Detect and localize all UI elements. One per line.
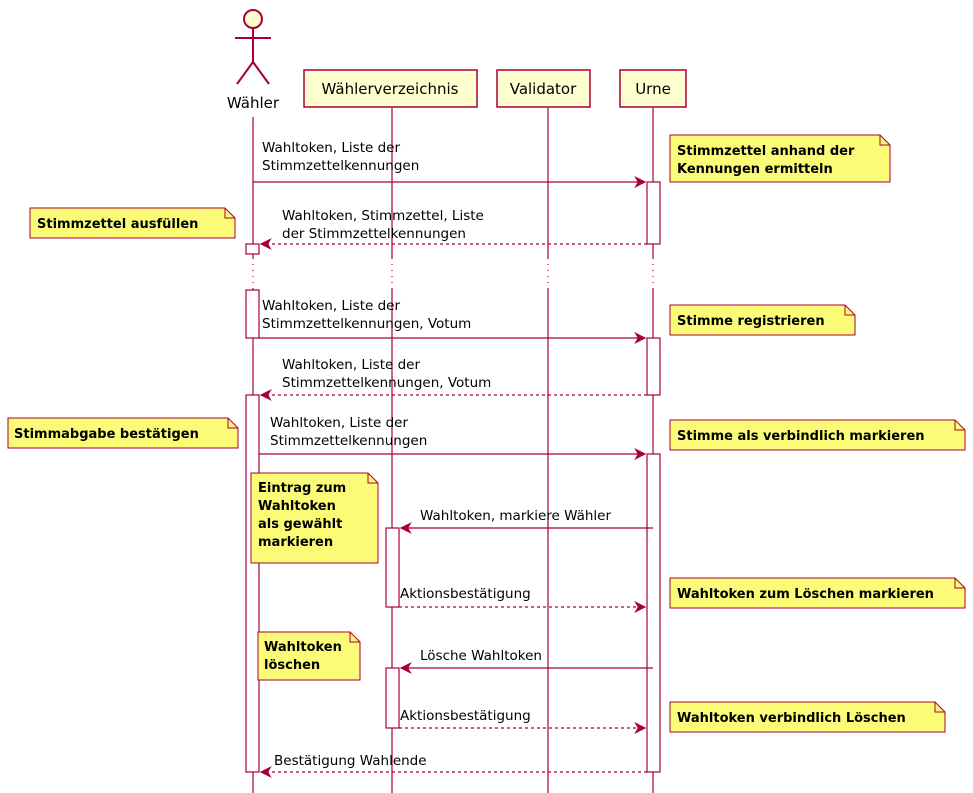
svg-text:Wahltoken verbindlich Löschen: Wahltoken verbindlich Löschen <box>677 711 906 726</box>
svg-text:Stimme als verbindlich markier: Stimme als verbindlich markieren <box>677 429 925 444</box>
message-4: Wahltoken, Liste der Stimmzettelkennunge… <box>259 357 647 401</box>
message-7: Aktionsbestätigung <box>399 586 647 613</box>
svg-text:Eintrag zum: Eintrag zum <box>258 481 346 496</box>
note-5: Stimme als verbindlich markieren <box>669 419 966 451</box>
participant-label-urne: Urne <box>635 80 671 98</box>
message-5: Wahltoken, Liste der Stimmzettelkennunge… <box>259 415 647 460</box>
svg-text:Wahltoken, Stimmzettel, Liste: Wahltoken, Stimmzettel, Liste <box>282 208 484 224</box>
message-10: Bestätigung Wahlende <box>259 753 647 778</box>
svg-text:Stimmzettel anhand der: Stimmzettel anhand der <box>677 144 855 159</box>
activation-verzeichnis-1 <box>385 527 400 608</box>
svg-text:Wahltoken, Liste der: Wahltoken, Liste der <box>282 357 420 373</box>
svg-text:Wahltoken, Liste der: Wahltoken, Liste der <box>270 415 408 431</box>
message-8: Lösche Wahltoken <box>399 648 653 674</box>
message-3: Wahltoken, Liste der Stimmzettelkennunge… <box>259 298 647 344</box>
activations <box>245 181 661 773</box>
actor-waehler <box>235 9 271 85</box>
svg-text:Wahltoken, Liste der: Wahltoken, Liste der <box>262 298 400 314</box>
note-9: Wahltoken verbindlich Löschen <box>669 701 946 733</box>
note-4: Stimmabgabe bestätigen <box>7 417 239 449</box>
svg-text:Wahltoken: Wahltoken <box>258 499 336 514</box>
participant-urne: Urne <box>619 69 687 108</box>
svg-text:Wahltoken, Liste der: Wahltoken, Liste der <box>262 140 400 156</box>
svg-text:Stimmzettelkennungen: Stimmzettelkennungen <box>262 158 419 174</box>
message-9: Aktionsbestätigung <box>399 708 647 734</box>
svg-text:Wahltoken zum Löschen markiere: Wahltoken zum Löschen markieren <box>677 587 934 602</box>
note-3: Stimme registrieren <box>669 304 856 336</box>
svg-text:Lösche Wahltoken: Lösche Wahltoken <box>420 648 542 664</box>
activation-waehler-2 <box>245 289 260 339</box>
activation-urne-1 <box>646 181 661 245</box>
activation-urne-2 <box>646 337 661 396</box>
participant-label-verzeichnis: Wählerverzeichnis <box>322 80 459 98</box>
svg-text:löschen: löschen <box>264 658 320 673</box>
actor-label-waehler: Wähler <box>227 94 280 112</box>
svg-text:Kennungen ermitteln: Kennungen ermitteln <box>677 162 833 177</box>
svg-text:Stimmzettelkennungen: Stimmzettelkennungen <box>270 433 427 449</box>
svg-text:Aktionsbestätigung: Aktionsbestätigung <box>400 586 531 602</box>
note-7: Wahltoken zum Löschen markieren <box>669 577 966 609</box>
note-6: Eintrag zum Wahltoken als gewählt markie… <box>250 472 379 564</box>
note-1: Stimmzettel anhand der Kennungen ermitte… <box>669 134 891 183</box>
svg-text:der Stimmzettelkennungen: der Stimmzettelkennungen <box>282 226 466 242</box>
message-6: Wahltoken, markiere Wähler <box>399 508 653 534</box>
activation-waehler-3 <box>245 394 260 773</box>
participant-validator: Validator <box>496 69 591 108</box>
svg-text:markieren: markieren <box>258 535 333 550</box>
note-2: Stimmzettel ausfüllen <box>29 207 236 239</box>
svg-text:Stimmzettelkennungen, Votum: Stimmzettelkennungen, Votum <box>262 316 471 332</box>
svg-text:Wahltoken, markiere Wähler: Wahltoken, markiere Wähler <box>420 508 611 524</box>
actor-head-icon <box>243 9 263 29</box>
svg-text:Aktionsbestätigung: Aktionsbestätigung <box>400 708 531 724</box>
message-1: Wahltoken, Liste der Stimmzettelkennunge… <box>253 140 647 188</box>
svg-text:Stimme registrieren: Stimme registrieren <box>677 314 825 329</box>
svg-text:Stimmabgabe bestätigen: Stimmabgabe bestätigen <box>14 427 199 442</box>
activation-urne-3 <box>646 453 661 773</box>
svg-text:Stimmzettelkennungen, Votum: Stimmzettelkennungen, Votum <box>282 375 491 391</box>
svg-text:als gewählt: als gewählt <box>258 517 342 532</box>
svg-text:Wahltoken: Wahltoken <box>264 640 342 655</box>
svg-text:Bestätigung Wahlende: Bestätigung Wahlende <box>274 753 427 769</box>
activation-verzeichnis-2 <box>385 667 400 729</box>
activation-waehler-1 <box>245 243 260 255</box>
participant-verzeichnis: Wählerverzeichnis <box>303 69 478 108</box>
note-8: Wahltoken löschen <box>257 631 361 681</box>
svg-text:Stimmzettel ausfüllen: Stimmzettel ausfüllen <box>37 217 198 232</box>
message-2: Wahltoken, Stimmzettel, Liste der Stimmz… <box>259 208 647 250</box>
participant-label-validator: Validator <box>510 80 577 98</box>
